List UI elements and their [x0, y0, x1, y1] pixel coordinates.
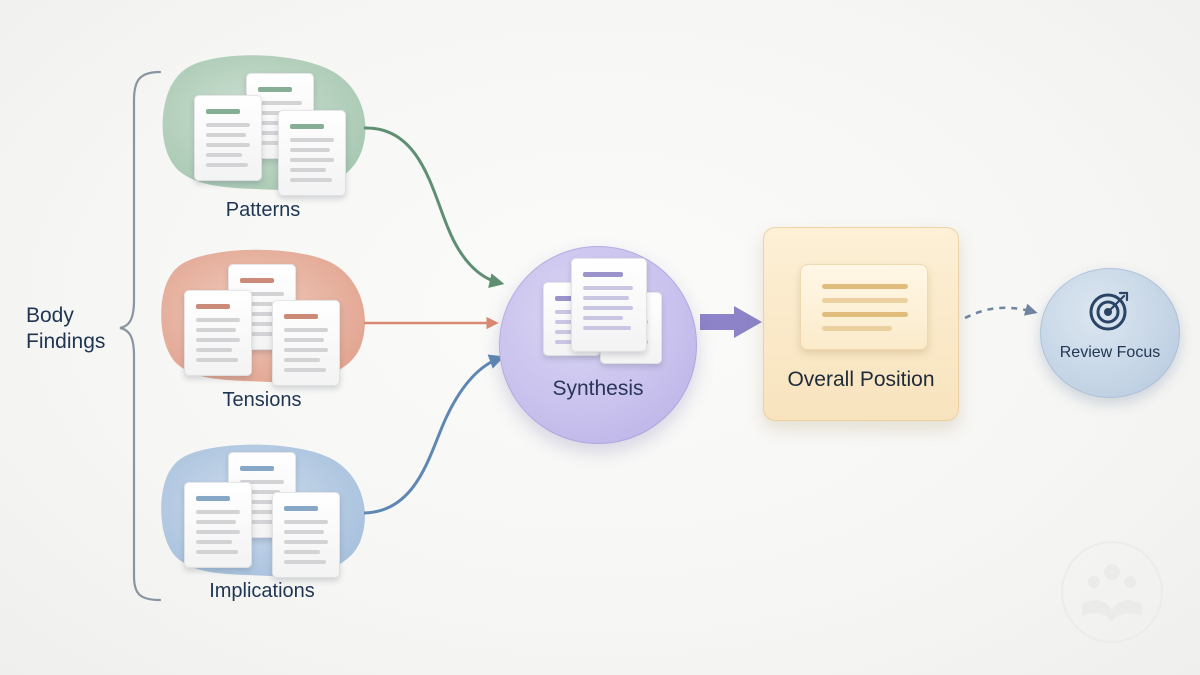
- document-icon: [184, 290, 252, 376]
- synthesis-label: Synthesis: [552, 377, 644, 400]
- document-icon: [184, 482, 252, 568]
- synthesis-to-overall-arrow: [700, 306, 762, 338]
- patterns-label: Patterns: [225, 199, 301, 221]
- target-icon: [1089, 291, 1129, 331]
- body-findings-label: Body Findings: [26, 303, 136, 355]
- overall-document-icon: [800, 264, 928, 350]
- review-focus-label: Review Focus: [1059, 344, 1161, 361]
- overall-to-review-arrow: [964, 303, 1038, 320]
- document-icon: [278, 110, 346, 196]
- body-findings-line2: Findings: [26, 330, 106, 353]
- patterns-arrow: [363, 126, 505, 288]
- document-icon: [194, 95, 262, 181]
- document-icon: [272, 492, 340, 578]
- review-focus-node: [1040, 268, 1180, 398]
- document-icon: [571, 258, 647, 352]
- tensions-label: Tensions: [222, 389, 302, 411]
- body-findings-line1: Body: [26, 304, 74, 327]
- implications-arrow: [363, 354, 505, 515]
- overall-position-label: Overall Position: [787, 368, 935, 391]
- watermark-logo: [1061, 541, 1163, 643]
- findings-brace: [119, 70, 162, 602]
- implications-label: Implications: [209, 580, 315, 602]
- document-icon: [272, 300, 340, 386]
